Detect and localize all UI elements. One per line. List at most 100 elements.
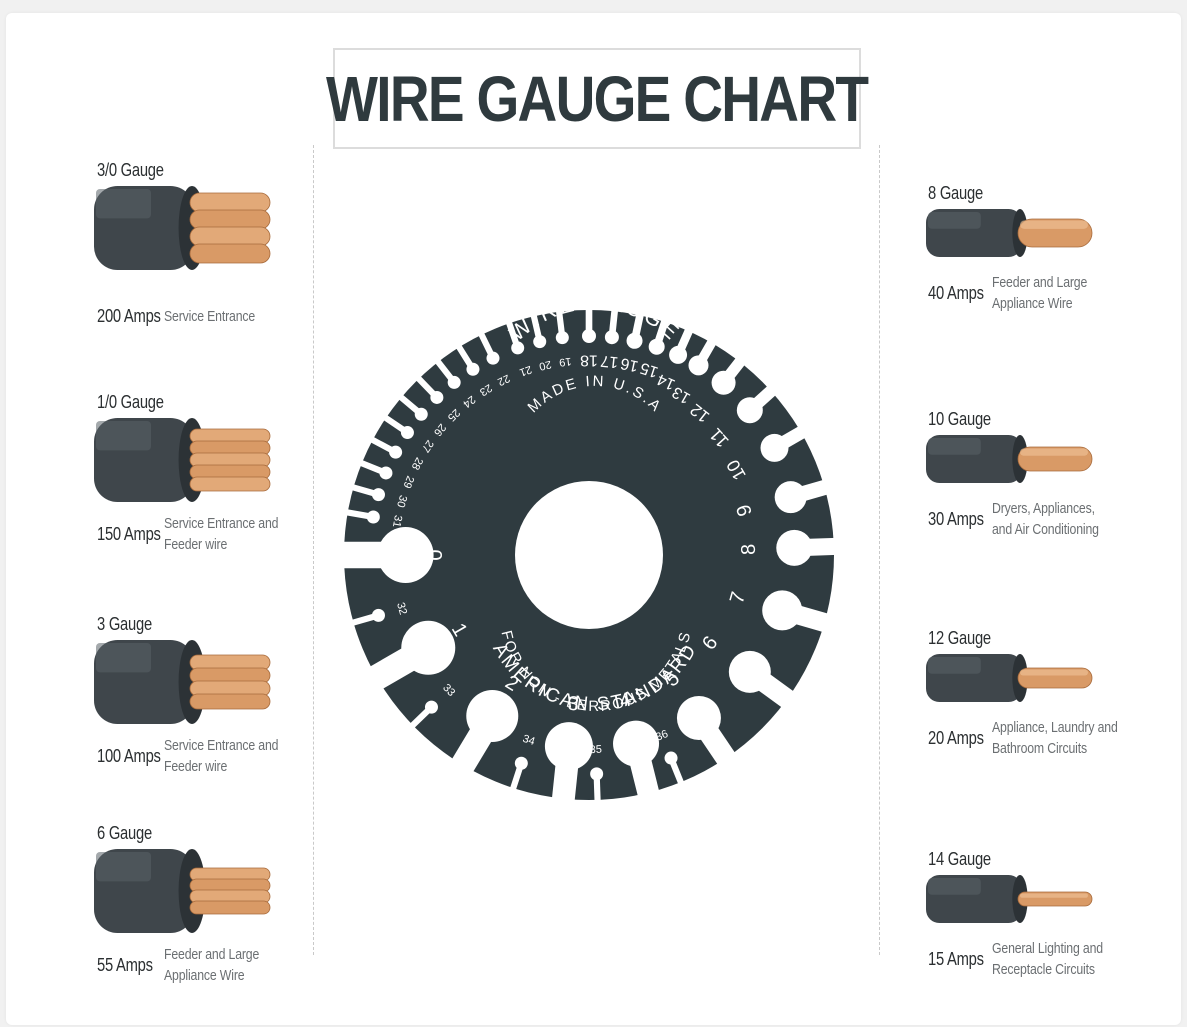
gauge-hole-7 bbox=[762, 590, 803, 631]
dial-center-hole bbox=[515, 481, 663, 629]
gauge-hole-17 bbox=[604, 330, 619, 345]
wire-usage-description: Service Entrance bbox=[164, 306, 255, 327]
gauge-hole-26 bbox=[414, 407, 428, 421]
gauge-label: 1/0 Gauge bbox=[97, 392, 164, 412]
gauge-hole-22 bbox=[486, 351, 500, 365]
gauge-label: 8 Gauge bbox=[928, 183, 983, 203]
right-divider bbox=[879, 145, 880, 955]
gauge-hole-13 bbox=[688, 355, 709, 376]
wire-cable-icon bbox=[94, 640, 271, 724]
gauge-label: 12 Gauge bbox=[928, 628, 991, 648]
gauge-number-32: 32 bbox=[394, 601, 409, 616]
gauge-hole-30 bbox=[371, 488, 385, 502]
description-line: Receptacle Circuits bbox=[992, 961, 1095, 978]
gauge-hole-14 bbox=[669, 345, 688, 364]
gauge-label: 6 Gauge bbox=[97, 823, 152, 843]
wire-cable-icon bbox=[94, 849, 271, 933]
amps-label: 40 Amps bbox=[928, 283, 984, 303]
wire-usage-description: Dryers, Appliances, and Air Conditioning bbox=[992, 498, 1099, 540]
gauge-number-30: 30 bbox=[394, 494, 409, 509]
description-line: Dryers, Appliances, bbox=[992, 500, 1095, 517]
amps-label: 200 Amps bbox=[97, 306, 161, 326]
gauge-hole-27 bbox=[400, 426, 414, 440]
wire-cable-icon bbox=[926, 654, 1093, 702]
description-line: Feeder and Large bbox=[164, 946, 260, 963]
gauge-hole-20 bbox=[533, 335, 547, 349]
gauge-number-27: 27 bbox=[419, 438, 436, 455]
gauge-hole-8 bbox=[776, 529, 813, 566]
wire-cable-icon bbox=[94, 186, 271, 270]
copper-strand bbox=[189, 209, 271, 230]
gauge-hole-0 bbox=[377, 527, 434, 583]
description-line: Service Entrance and bbox=[164, 737, 279, 754]
gauge-hole-6 bbox=[728, 650, 771, 693]
wire-cable-icon bbox=[926, 875, 1093, 923]
gauge-number-15: 15 bbox=[638, 359, 660, 381]
gauge-hole-15 bbox=[648, 338, 665, 355]
description-line: Service Entrance and bbox=[164, 515, 279, 532]
gauge-hole-11 bbox=[736, 397, 763, 424]
gauge-hole-34 bbox=[514, 756, 528, 770]
wire-cable-icon bbox=[926, 435, 1093, 483]
description-line: Appliance, Laundry and bbox=[992, 719, 1118, 736]
wire-cable-icon bbox=[94, 418, 271, 502]
gauge-hole-3 bbox=[544, 722, 593, 771]
description-line: Appliance Wire bbox=[992, 295, 1073, 312]
description-line: Bathroom Circuits bbox=[992, 740, 1087, 757]
amps-label: 15 Amps bbox=[928, 949, 984, 969]
gauge-label: 14 Gauge bbox=[928, 849, 991, 869]
amps-label: 55 Amps bbox=[97, 955, 153, 975]
gauge-hole-25 bbox=[430, 390, 444, 404]
left-divider bbox=[313, 145, 314, 955]
gauge-hole-16 bbox=[626, 332, 643, 349]
gauge-number-0: 0 bbox=[423, 549, 445, 560]
description-line: Appliance Wire bbox=[164, 967, 245, 984]
gauge-number-19: 19 bbox=[558, 355, 572, 368]
amps-label: 20 Amps bbox=[928, 728, 984, 748]
gauge-hole-19 bbox=[555, 331, 569, 345]
gauge-hole-10 bbox=[760, 433, 789, 462]
copper-strand bbox=[189, 693, 271, 710]
gauge-number-14: 14 bbox=[655, 370, 678, 393]
amps-label: 30 Amps bbox=[928, 509, 984, 529]
gauge-number-21: 21 bbox=[518, 363, 533, 378]
description-line: Feeder wire bbox=[164, 536, 228, 553]
gauge-number-24: 24 bbox=[460, 393, 477, 410]
gauge-number-22: 22 bbox=[495, 372, 511, 388]
gauge-hole-2 bbox=[466, 689, 519, 742]
gauge-number-16: 16 bbox=[619, 354, 640, 374]
description-line: Feeder wire bbox=[164, 758, 228, 775]
copper-strand bbox=[189, 476, 271, 492]
gauge-hole-29 bbox=[379, 466, 393, 480]
gauge-hole-1 bbox=[401, 620, 456, 675]
gauge-number-29: 29 bbox=[400, 474, 416, 490]
gauge-hole-12 bbox=[711, 370, 736, 395]
gauge-hole-33 bbox=[424, 700, 438, 714]
title-box: WIRE GAUGE CHART bbox=[326, 48, 869, 149]
gauge-number-18: 18 bbox=[580, 352, 598, 369]
gauge-label: 3 Gauge bbox=[97, 614, 152, 634]
gauge-hole-28 bbox=[389, 445, 403, 459]
gauge-hole-18 bbox=[582, 329, 596, 343]
description-line: Service Entrance bbox=[164, 308, 256, 325]
amps-label: 100 Amps bbox=[97, 746, 161, 766]
gauge-label: 10 Gauge bbox=[928, 409, 991, 429]
gauge-number-28: 28 bbox=[409, 455, 425, 471]
gauge-hole-36 bbox=[664, 751, 678, 765]
description-line: and Air Conditioning bbox=[992, 521, 1099, 538]
gauge-hole-5 bbox=[676, 695, 721, 740]
gauge-number-35: 35 bbox=[589, 744, 602, 756]
gauge-number-23: 23 bbox=[477, 381, 494, 398]
gauge-hole-21 bbox=[511, 341, 525, 355]
gauge-number-36: 36 bbox=[654, 728, 670, 744]
gauge-hole-9 bbox=[774, 481, 807, 514]
gauge-number-4: 4 bbox=[617, 689, 633, 713]
page-title: WIRE GAUGE CHART bbox=[326, 62, 869, 135]
